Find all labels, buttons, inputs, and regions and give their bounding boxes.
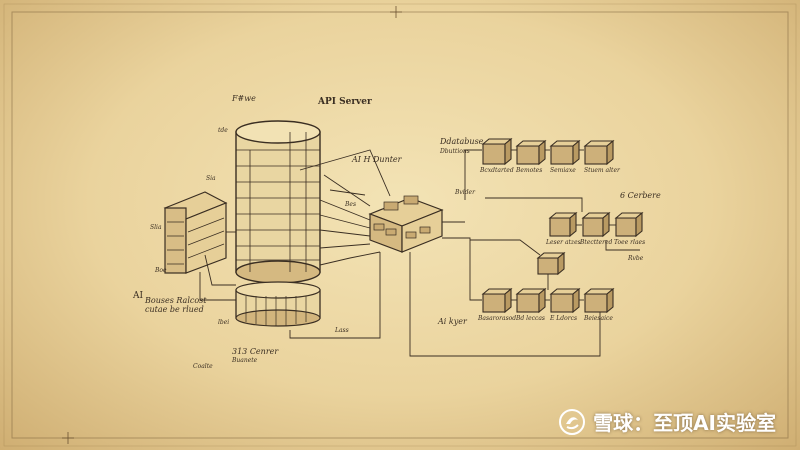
label-zero: Boe [155, 267, 167, 274]
node-cube [583, 139, 615, 166]
api-gateway-device [368, 195, 444, 253]
label-ai-left-sub2: cutae be rlued [145, 305, 204, 314]
label-conn-tag: Lass [335, 327, 349, 334]
label-ai-left: AI [133, 291, 144, 301]
node-label: Bcxdtarted [480, 167, 514, 174]
label-g-server: 6 Cerbere [620, 191, 661, 200]
node-cube [549, 287, 581, 314]
label-ai-layer: Ai kyer [438, 317, 467, 326]
node-cube [515, 139, 547, 166]
label-bottom-sub: Buanete [232, 357, 258, 364]
watermark-text: 雪球：至顶AI实验室 [593, 411, 776, 435]
label-ddatabase-sub: Dbuttions [440, 148, 470, 155]
node-cube [583, 287, 615, 314]
label-rack-tag1: Sia [206, 175, 216, 182]
label-col-tag1: tde [218, 127, 228, 134]
label-bottom: 313 Cenrer [232, 347, 279, 356]
label-ddatabase: Ddatabuse [440, 137, 484, 146]
node-cubes [481, 137, 644, 314]
node-label: Bemotes [516, 167, 543, 174]
node-label: Beiesaice [584, 315, 613, 322]
label-col-tag3: Bes [345, 201, 357, 208]
label-bottom-tiny: Coalte [193, 363, 213, 370]
node-label: Semiaxe [550, 167, 576, 174]
node-label: Basarorasod [478, 315, 517, 322]
node-cube [614, 211, 644, 238]
node-cube [581, 211, 611, 238]
label-rail: Bvider [455, 189, 475, 196]
label-col-tag2: lbei [218, 319, 230, 326]
watermark: 雪球：至顶AI实验室 [559, 407, 776, 436]
node-cube [481, 137, 513, 166]
label-top-small: F#we [232, 94, 256, 103]
node-label: Btecttered [580, 239, 613, 246]
node-cube [481, 287, 513, 314]
node-cube [515, 287, 547, 314]
api-server-cylinder [235, 120, 321, 327]
label-rack-tag2: Slia [150, 224, 162, 231]
connection-lines [199, 149, 640, 357]
node-label: Toee rlaes [614, 239, 646, 246]
node-label: Leser atzes [546, 239, 581, 246]
node-cube [548, 211, 578, 238]
ai-rack-box [163, 191, 228, 274]
label-right-tag: Rvbe [628, 255, 644, 262]
node-cube [549, 139, 581, 166]
node-label: Stuem alter [584, 167, 620, 174]
snowball-logo-icon [559, 408, 586, 435]
label-ai-dunter: AI H Dunter [352, 155, 402, 164]
label-ai-left-sub1: Bouses Ralcost [145, 296, 207, 305]
label-api-server: API Server [318, 97, 372, 107]
crosshair-marks [62, 6, 402, 444]
node-label: E Ldorcs [550, 315, 578, 322]
node-cube [536, 251, 566, 276]
node-label: Bd leccas [516, 315, 546, 322]
